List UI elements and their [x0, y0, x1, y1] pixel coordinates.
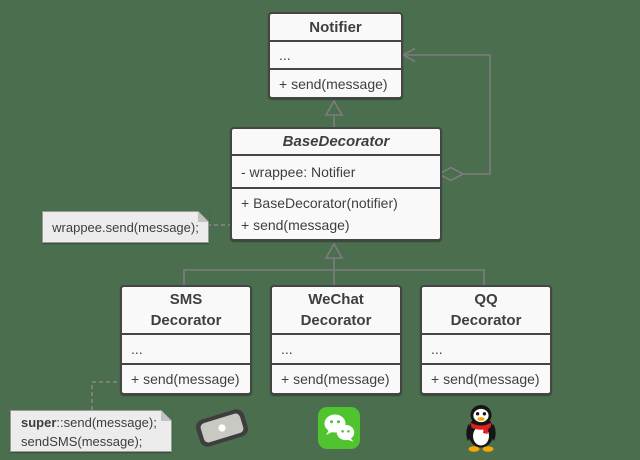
wechat-decorator-class-title: WeChat Decorator [272, 287, 400, 335]
override-note-line1: super::send(message); [21, 413, 171, 432]
sms-decorator-title-line1: SMS [169, 291, 203, 308]
wechat-icon [318, 407, 360, 449]
qq-icon [466, 405, 496, 452]
qq-decorator-class: QQ Decorator ... + send(message) [420, 285, 552, 395]
inheritance-arrow-decorators-to-base [183, 242, 485, 285]
inheritance-arrow-base-to-notifier [324, 99, 344, 128]
qq-decorator-class-title: QQ Decorator [422, 287, 550, 335]
base-decorator-methods: + BaseDecorator(notifier) + send(message… [232, 189, 440, 239]
override-note-line2: sendSMS(message); [21, 434, 143, 449]
base-decorator-method-send: + send(message) [241, 217, 350, 233]
wrappee-note: wrappee.send(message); [42, 211, 209, 243]
wechat-decorator-method-send: + send(message) [281, 371, 390, 387]
override-note-line1-rest: ::send(message); [56, 415, 157, 430]
wechat-decorator-fields: ... [272, 335, 400, 365]
sms-decorator-fields: ... [122, 335, 250, 365]
sms-decorator-class-title: SMS Decorator [122, 287, 250, 335]
qq-decorator-title-line2: Decorator [450, 312, 522, 329]
wechat-decorator-class: WeChat Decorator ... + send(message) [270, 285, 402, 395]
notifier-method-send: + send(message) [279, 75, 388, 92]
wechat-decorator-title-line1: WeChat [308, 291, 364, 308]
note-connector-override [91, 381, 120, 410]
qq-decorator-method-send: + send(message) [431, 371, 540, 387]
override-note-super-keyword: super [21, 415, 57, 430]
base-decorator-method-constructor: + BaseDecorator(notifier) [241, 195, 398, 211]
notifier-class: Notifier ... + send(message) [268, 12, 403, 99]
sms-decorator-method-send: + send(message) [131, 371, 240, 387]
aggregation-arrow-wrappee [401, 47, 491, 182]
smartphone-icon [195, 409, 249, 447]
wechat-decorator-title-line2: Decorator [300, 312, 372, 329]
qq-decorator-fields: ... [422, 335, 550, 365]
sms-decorator-class: SMS Decorator ... + send(message) [120, 285, 252, 395]
qq-decorator-title-line1: QQ [474, 291, 498, 308]
base-decorator-class: BaseDecorator - wrappee: Notifier + Base… [230, 127, 442, 241]
override-note: super::send(message); sendSMS(message); [10, 410, 172, 452]
base-decorator-field-wrappee: - wrappee: Notifier [232, 156, 440, 189]
notifier-fields: ... [270, 42, 401, 70]
base-decorator-class-title: BaseDecorator [232, 129, 440, 156]
sms-decorator-title-line2: Decorator [150, 312, 222, 329]
notifier-class-title: Notifier [270, 14, 401, 42]
